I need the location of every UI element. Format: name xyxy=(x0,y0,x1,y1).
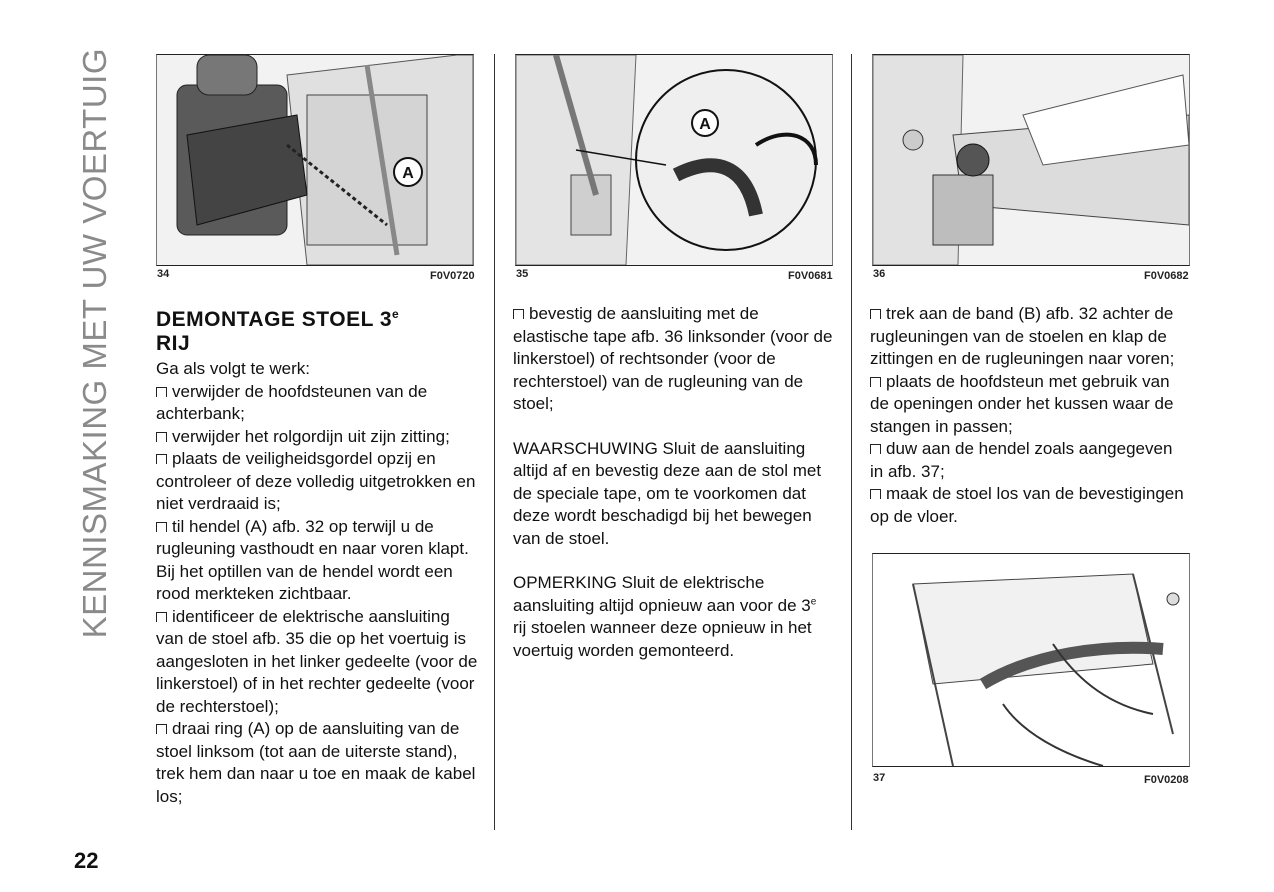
step-item: duw aan de hendel zoals aangegeven in af… xyxy=(870,439,1173,481)
column-divider xyxy=(494,54,495,830)
figure-37-code: F0V0208 xyxy=(1144,774,1189,786)
checkbox-bullet-icon xyxy=(870,309,881,319)
step-item: plaats de hoofdsteun met gebruik van de … xyxy=(870,371,1174,436)
step-item: trek aan de band (B) afb. 32 achter de r… xyxy=(870,304,1175,368)
checkbox-bullet-icon xyxy=(156,611,167,622)
right-column: trek aan de band (B) afb. 32 achter de r… xyxy=(870,303,1188,528)
side-title-text: KENNISMAKING MET UW VOERTUIG xyxy=(76,48,113,639)
page-number: 22 xyxy=(74,848,99,873)
checkbox-bullet-icon xyxy=(870,489,881,499)
heading-tail: RIJ xyxy=(156,332,191,355)
checkbox-bullet-icon xyxy=(156,724,167,734)
checkbox-bullet-icon xyxy=(870,444,881,454)
checkbox-bullet-icon xyxy=(156,431,167,442)
figure-37-number: 37 xyxy=(873,772,886,784)
figure-34-number: 34 xyxy=(157,268,170,280)
figure-36-code: F0V0682 xyxy=(1144,270,1189,282)
figure-34-illustration: A xyxy=(156,54,474,266)
note-text: OPMERKING Sluit de elektrische aansluiti… xyxy=(513,573,817,660)
figure-37-illustration xyxy=(872,553,1190,767)
checkbox-bullet-icon xyxy=(513,309,524,319)
step-item: draai ring (A) op de aansluiting van de … xyxy=(156,719,476,806)
intro-text: Ga als volgt te werk: xyxy=(156,359,311,378)
side-title: KENNISMAKING MET UW VOERTUIG xyxy=(72,48,118,638)
heading-superscript: e xyxy=(392,307,400,321)
figure-36-illustration xyxy=(872,54,1190,266)
figure-35-number: 35 xyxy=(516,268,529,280)
checkbox-bullet-icon xyxy=(156,386,167,397)
step-item: plaats de veiligheidsgordel opzij en con… xyxy=(156,449,476,513)
step-item: til hendel (A) afb. 32 op terwijl u de r… xyxy=(156,516,469,603)
step-item: identificeer de elektrische aansluiting … xyxy=(156,606,478,716)
left-column: DEMONTAGE STOEL 3e RIJ Ga als volgt te w… xyxy=(156,308,478,808)
figure-35-illustration: A xyxy=(515,54,833,266)
step-item: maak de stoel los van de bevestigingen o… xyxy=(870,484,1184,526)
figure-36-number: 36 xyxy=(873,268,886,280)
figure-34-callout: A xyxy=(402,165,414,182)
middle-column: bevestig de aansluiting met de elastisch… xyxy=(513,303,833,662)
figure-34-code: F0V0720 xyxy=(430,270,475,282)
checkbox-bullet-icon xyxy=(156,521,167,532)
section-heading: DEMONTAGE STOEL 3e RIJ xyxy=(156,308,478,356)
figure-35-code: F0V0681 xyxy=(788,270,833,282)
checkbox-bullet-icon xyxy=(870,376,881,387)
checkbox-bullet-icon xyxy=(156,454,167,464)
heading-main: DEMONTAGE STOEL 3 xyxy=(156,308,393,331)
warning-text: WAARSCHUWING Sluit de aansluiting altijd… xyxy=(513,438,822,548)
step-item: verwijder het rolgordijn uit zijn zittin… xyxy=(156,426,478,449)
figure-35-callout: A xyxy=(699,116,711,133)
column-divider xyxy=(851,54,852,830)
step-item: bevestig de aansluiting met de elastisch… xyxy=(513,304,833,413)
step-item: verwijder de hoofdsteunen van de achterb… xyxy=(156,381,428,423)
